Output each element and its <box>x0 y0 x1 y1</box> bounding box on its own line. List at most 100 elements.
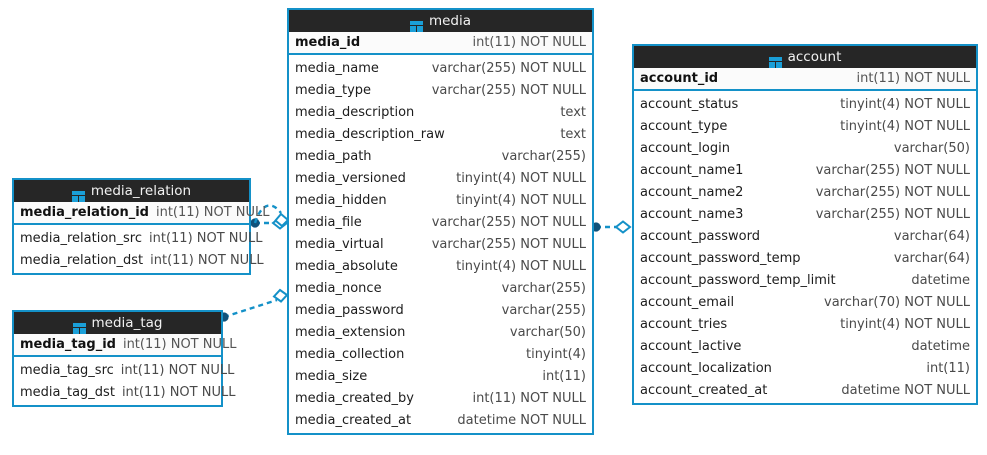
entity-media-fields: media_name varchar(255) NOT NULL media_t… <box>289 55 592 433</box>
column-type: int(11) NOT NULL <box>120 362 235 378</box>
column-name: account_password <box>640 228 761 244</box>
column-name: media_password <box>295 302 404 318</box>
table-row[interactable]: media_file varchar(255) NOT NULL <box>289 211 592 233</box>
entity-media-title: media <box>428 13 472 29</box>
entity-media_relation[interactable]: media_relation media_relation_id int(11)… <box>12 178 270 275</box>
column-type: int(11) NOT NULL <box>155 205 270 220</box>
entity-account[interactable]: account account_id int(11) NOT NULL acco… <box>632 44 978 405</box>
column-type: int(11) NOT NULL <box>472 390 586 406</box>
column-name: media_id <box>295 35 361 50</box>
column-type: varchar(50) <box>509 324 586 340</box>
column-name: media_collection <box>295 346 405 362</box>
table-row[interactable]: account_email varchar(70) NOT NULL <box>634 291 976 313</box>
column-name: media_created_by <box>295 390 414 406</box>
table-row[interactable]: media_path varchar(255) <box>289 145 592 167</box>
table-row[interactable]: media_absolute tinyint(4) NOT NULL <box>289 255 592 277</box>
column-type: datetime NOT NULL <box>841 382 970 398</box>
table-row[interactable]: account_password_temp_limit datetime <box>634 269 976 291</box>
column-type: tinyint(4) NOT NULL <box>840 316 970 332</box>
relationship-media_tag-media[interactable] <box>219 288 289 322</box>
column-type: datetime <box>911 272 970 288</box>
column-type: int(11) NOT NULL <box>856 71 970 86</box>
column-type: varchar(64) <box>893 228 970 244</box>
column-name: media_virtual <box>295 236 384 252</box>
table-row[interactable]: media_name varchar(255) NOT NULL <box>289 57 592 79</box>
table-row[interactable]: media_description_raw text <box>289 123 592 145</box>
entity-media_relation-primary-key-row[interactable]: media_relation_id int(11) NOT NULL <box>14 202 270 225</box>
column-name: account_name3 <box>640 206 744 222</box>
column-name: account_localization <box>640 360 772 376</box>
column-name: media_relation_id <box>20 205 149 220</box>
column-name: media_type <box>295 82 372 98</box>
column-name: media_description_raw <box>295 126 445 142</box>
column-type: tinyint(4) NOT NULL <box>456 192 586 208</box>
table-row[interactable]: account_tries tinyint(4) NOT NULL <box>634 313 976 335</box>
table-row[interactable]: media_password varchar(255) <box>289 299 592 321</box>
column-type: int(11) <box>542 368 586 384</box>
entity-account-primary-key-row[interactable]: account_id int(11) NOT NULL <box>634 68 976 91</box>
table-row[interactable]: media_virtual varchar(255) NOT NULL <box>289 233 592 255</box>
column-type: varchar(255) <box>501 302 586 318</box>
column-type: varchar(255) NOT NULL <box>431 214 586 230</box>
table-row[interactable]: media_created_at datetime NOT NULL <box>289 409 592 431</box>
entity-media_tag[interactable]: media_tag media_tag_id int(11) NOT NULL … <box>12 310 236 407</box>
entity-media-header: media <box>289 10 592 32</box>
column-type: varchar(255) NOT NULL <box>431 82 586 98</box>
table-row[interactable]: media_type varchar(255) NOT NULL <box>289 79 592 101</box>
column-type: int(11) NOT NULL <box>472 35 586 50</box>
table-row[interactable]: media_extension varchar(50) <box>289 321 592 343</box>
column-type: tinyint(4) <box>525 346 586 362</box>
table-row[interactable]: media_tag_dst int(11) NOT NULL <box>14 381 235 403</box>
table-row[interactable]: media_created_by int(11) NOT NULL <box>289 387 592 409</box>
table-row[interactable]: account_lactive datetime <box>634 335 976 357</box>
table-row[interactable]: media_nonce varchar(255) <box>289 277 592 299</box>
relationship-line <box>223 298 278 319</box>
table-row[interactable]: account_name1 varchar(255) NOT NULL <box>634 159 976 181</box>
column-name: account_password_temp_limit <box>640 272 836 288</box>
table-row[interactable]: account_password varchar(64) <box>634 225 976 247</box>
table-row[interactable]: media_relation_src int(11) NOT NULL <box>14 227 263 249</box>
column-type: text <box>560 126 586 142</box>
table-row[interactable]: account_localization int(11) <box>634 357 976 379</box>
column-name: account_email <box>640 294 735 310</box>
table-row[interactable]: media_size int(11) <box>289 365 592 387</box>
column-type: varchar(50) <box>893 140 970 156</box>
column-name: account_lactive <box>640 338 742 354</box>
column-name: media_hidden <box>295 192 387 208</box>
table-row[interactable]: media_tag_src int(11) NOT NULL <box>14 359 234 381</box>
entity-media_relation-fields: media_relation_src int(11) NOT NULL medi… <box>14 225 264 273</box>
column-name: media_name <box>295 60 379 76</box>
column-type: varchar(255) <box>501 280 586 296</box>
column-name: media_versioned <box>295 170 406 186</box>
entity-media[interactable]: media media_id int(11) NOT NULL media_na… <box>287 8 594 435</box>
table-row[interactable]: account_name2 varchar(255) NOT NULL <box>634 181 976 203</box>
table-row[interactable]: account_password_temp varchar(64) <box>634 247 976 269</box>
column-name: account_login <box>640 140 730 156</box>
column-type: tinyint(4) NOT NULL <box>840 118 970 134</box>
table-row[interactable]: account_type tinyint(4) NOT NULL <box>634 115 976 137</box>
table-row[interactable]: media_description text <box>289 101 592 123</box>
column-type: varchar(255) NOT NULL <box>815 184 970 200</box>
entity-media-primary-key-row[interactable]: media_id int(11) NOT NULL <box>289 32 592 55</box>
table-row[interactable]: media_relation_dst int(11) NOT NULL <box>14 249 264 271</box>
column-type: tinyint(4) NOT NULL <box>840 96 970 112</box>
column-name: media_tag_id <box>20 337 116 352</box>
column-type: int(11) NOT NULL <box>150 252 264 268</box>
column-type: varchar(255) NOT NULL <box>431 60 586 76</box>
column-name: account_status <box>640 96 739 112</box>
table-row[interactable]: media_versioned tinyint(4) NOT NULL <box>289 167 592 189</box>
entity-media_tag-primary-key-row[interactable]: media_tag_id int(11) NOT NULL <box>14 334 236 357</box>
table-row[interactable]: media_hidden tinyint(4) NOT NULL <box>289 189 592 211</box>
table-row[interactable]: account_created_at datetime NOT NULL <box>634 379 976 401</box>
relationship-media-account[interactable] <box>591 220 632 234</box>
table-row[interactable]: account_name3 varchar(255) NOT NULL <box>634 203 976 225</box>
table-row[interactable]: account_login varchar(50) <box>634 137 976 159</box>
table-row[interactable]: media_collection tinyint(4) <box>289 343 592 365</box>
column-type: varchar(255) <box>501 148 586 164</box>
table-row[interactable]: account_status tinyint(4) NOT NULL <box>634 93 976 115</box>
entity-media_tag-title: media_tag <box>91 315 163 331</box>
column-name: account_password_temp <box>640 250 801 266</box>
column-name: account_id <box>640 71 719 86</box>
table-icon <box>768 53 782 68</box>
